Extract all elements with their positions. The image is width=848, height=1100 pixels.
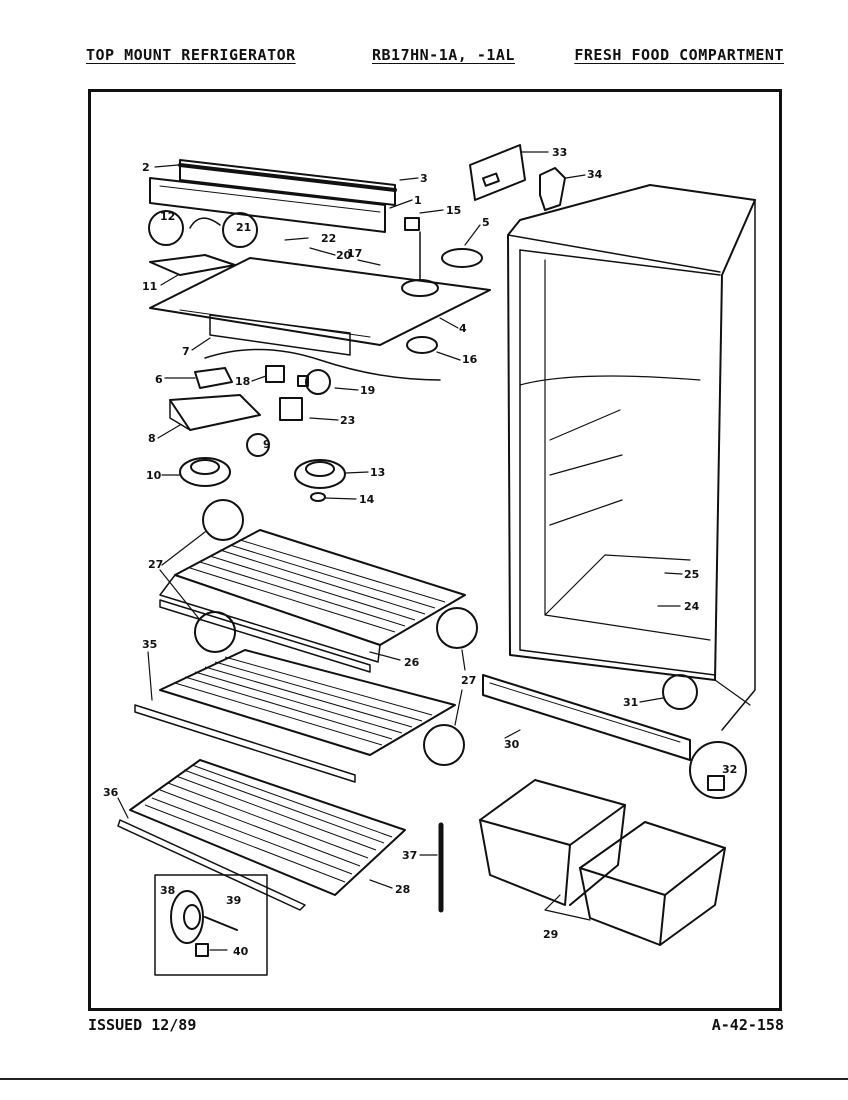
callout-labels: 1 2 3 4 5 6 7 8 9 10 11 12 13 14 15 16 1… — [103, 146, 737, 958]
toe-grille-part — [482, 674, 691, 761]
callout-12: 12 — [160, 210, 175, 223]
light-bulb-part — [305, 369, 331, 395]
header-title: TOP MOUNT REFRIGERATOR — [86, 46, 296, 64]
callout-34: 34 — [587, 168, 603, 181]
cabinet-liner — [507, 184, 756, 731]
shelf-support-circle-3 — [436, 607, 478, 649]
callout-6: 6 — [155, 373, 163, 386]
inset-circle-21 — [222, 212, 258, 248]
capacitor-part — [279, 397, 303, 421]
callout-24: 24 — [684, 600, 700, 613]
diffuser-part — [406, 336, 438, 354]
callout-29: 29 — [543, 928, 558, 941]
issued-date: ISSUED 12/89 — [88, 1016, 197, 1034]
callout-16: 16 — [462, 353, 478, 366]
shelf-trim-lower — [134, 704, 356, 783]
callout-25: 25 — [684, 568, 699, 581]
control-knob-left — [179, 457, 231, 487]
document-number: A-42-158 — [711, 1016, 784, 1034]
callout-13: 13 — [370, 466, 385, 479]
shelf-support-circle-2 — [194, 611, 236, 653]
callout-10: 10 — [146, 469, 162, 482]
callout-37: 37 — [402, 849, 417, 862]
wire-shelf-upper — [159, 529, 466, 663]
shelf-edge-strip — [117, 819, 306, 911]
header-model: RB17HN-1A, -1AL — [372, 46, 515, 64]
callout-30: 30 — [504, 738, 520, 751]
roller-inset-box — [154, 874, 268, 976]
roller-wheel-part — [170, 890, 204, 944]
callout-31: 31 — [623, 696, 638, 709]
callout-39: 39 — [226, 894, 241, 907]
callout-36: 36 — [103, 786, 119, 799]
callout-9: 9 — [263, 438, 271, 451]
lower-hinge-circle — [662, 674, 698, 710]
callout-27a: 27 — [148, 558, 163, 571]
callout-38: 38 — [160, 884, 175, 897]
roller-bracket-part — [195, 943, 209, 957]
callout-1: 1 — [414, 194, 422, 207]
callout-19: 19 — [360, 384, 375, 397]
callout-33: 33 — [552, 146, 567, 159]
callout-7: 7 — [182, 345, 190, 358]
diagram-frame — [88, 89, 782, 1011]
callout-14: 14 — [359, 493, 375, 506]
shelf-support-circle-1 — [202, 499, 244, 541]
control-housing-part — [149, 159, 397, 233]
shelf-wire-hatching — [144, 539, 446, 883]
crisper-drawer-right — [579, 821, 726, 946]
inset-circle-12 — [148, 210, 184, 246]
callout-2: 2 — [142, 161, 150, 174]
crisper-drawer-left — [479, 779, 626, 906]
callout-32: 32 — [722, 763, 737, 776]
header-section: FRESH FOOD COMPARTMENT — [574, 46, 784, 64]
callout-28: 28 — [395, 883, 410, 896]
leveler-circle — [689, 741, 747, 799]
callout-18: 18 — [235, 375, 250, 388]
mounting-plate-part — [469, 144, 526, 201]
thermostat-control-part — [194, 367, 233, 389]
callout-40: 40 — [233, 945, 249, 958]
shelf-support-circle-4 — [423, 724, 465, 766]
thermostat-part — [404, 217, 420, 231]
light-socket-part — [441, 248, 483, 268]
callout-15: 15 — [446, 204, 461, 217]
ceiling-panel-part — [149, 257, 491, 346]
wire-shelf-lower — [159, 649, 456, 756]
callout-27b: 27 — [461, 674, 476, 687]
callout-17: 17 — [347, 247, 362, 260]
callout-3: 3 — [420, 172, 428, 185]
callout-35: 35 — [142, 638, 157, 651]
callout-11: 11 — [142, 280, 157, 293]
callout-8: 8 — [148, 432, 156, 445]
callout-21: 21 — [236, 221, 251, 234]
callout-leaders — [117, 151, 683, 951]
page-bottom-rule — [0, 1078, 848, 1080]
callout-4: 4 — [459, 322, 467, 335]
hinge-part — [539, 167, 566, 211]
control-knob-right — [294, 459, 346, 489]
knob-washer — [310, 492, 326, 502]
control-bracket-part — [169, 394, 261, 431]
callout-22: 22 — [321, 232, 336, 245]
callout-23: 23 — [340, 414, 355, 427]
light-switch-part — [265, 365, 285, 383]
callout-20: 20 — [336, 249, 352, 262]
shelf-trim-upper — [159, 599, 371, 673]
callout-26: 26 — [404, 656, 420, 669]
callout-5: 5 — [482, 216, 490, 229]
